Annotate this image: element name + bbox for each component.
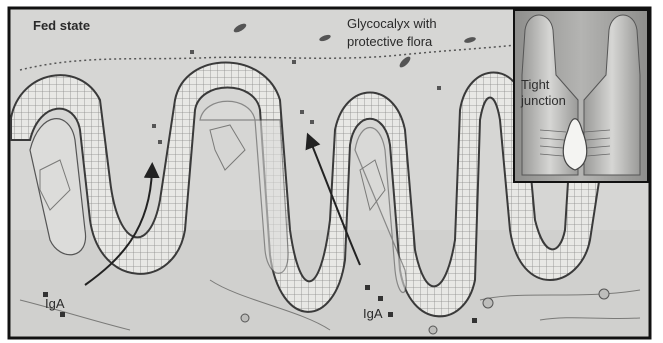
glycocalyx-label-line1: Glycocalyx with <box>347 16 437 32</box>
glycocalyx-label-line2: protective flora <box>347 34 432 50</box>
iga-label-right: IgA <box>363 306 383 322</box>
figure-title: Fed state <box>33 18 90 34</box>
tight-junction-label-line1: Tight <box>521 77 549 93</box>
tight-junction-label-line2: junction <box>521 93 566 109</box>
iga-label-left: IgA <box>45 296 65 312</box>
